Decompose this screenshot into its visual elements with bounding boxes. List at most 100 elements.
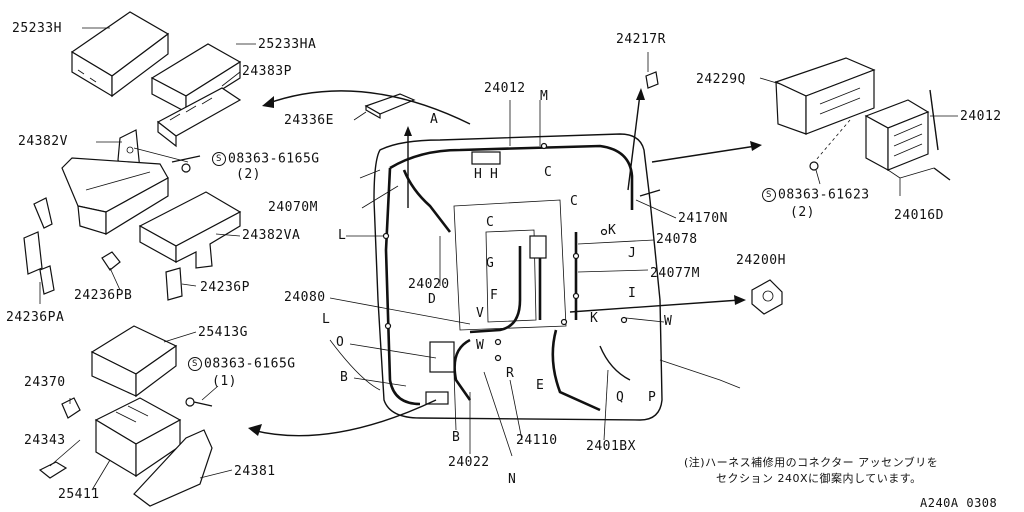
- label-25413g: 25413G: [198, 325, 248, 340]
- wire-24012-right: [929, 89, 939, 151]
- letter-h1: H: [474, 167, 483, 182]
- dashed-leader: [815, 119, 851, 161]
- letter-q: Q: [616, 390, 625, 405]
- arrow-up-left-head: [404, 126, 412, 136]
- connector-bottom: [425, 391, 449, 405]
- relay-cover-25233h: [70, 11, 170, 98]
- inner-frame: [453, 199, 567, 331]
- arrow-curve-bottom: [251, 399, 437, 437]
- letter-g: G: [486, 256, 495, 271]
- label-24077m: 24077M: [650, 266, 700, 281]
- arrow-right-top-head: [750, 141, 762, 151]
- bolt-top: [171, 155, 201, 173]
- letter-a: A: [430, 112, 439, 127]
- letter-c1: C: [544, 165, 553, 180]
- letter-i: I: [628, 286, 637, 301]
- label-qty-top: (2): [236, 167, 261, 182]
- label-24070m: 24070M: [268, 200, 318, 215]
- tray-24382va: [138, 191, 242, 269]
- connector-center: [529, 235, 547, 259]
- label-qty-right: (2): [790, 205, 815, 220]
- label-24200h: 24200H: [736, 253, 786, 268]
- grommet-24200h: [751, 279, 783, 315]
- label-24236pb: 24236PB: [74, 288, 133, 303]
- arrow-curve-top: [265, 90, 471, 125]
- note-line-2: セクション 240Xに御案内しています。: [716, 472, 922, 485]
- label-24080: 24080: [284, 290, 326, 305]
- connector-top: [471, 151, 501, 165]
- letter-o: O: [336, 335, 345, 350]
- part-24370: [61, 397, 81, 419]
- label-24381: 24381: [234, 464, 276, 479]
- label-24016d: 24016D: [894, 208, 944, 223]
- letter-l2: L: [322, 312, 331, 327]
- label-25233ha: 25233HA: [258, 37, 317, 52]
- letter-v: V: [476, 306, 485, 321]
- bolt-right: [809, 161, 819, 171]
- harness-branch-lowright: [551, 329, 601, 412]
- leader-lines: [39, 27, 958, 491]
- harness-clips: [382, 142, 628, 362]
- label-24343: 24343: [24, 433, 66, 448]
- harness-tap-right: [639, 189, 661, 197]
- letter-h2: H: [490, 167, 499, 182]
- label-24012-right: 24012: [960, 109, 1002, 124]
- label-25233h: 25233H: [12, 21, 62, 36]
- arrow-right-top: [651, 145, 757, 163]
- label-qty-bot: (1): [212, 374, 237, 389]
- harness-trunk-top: [389, 144, 634, 210]
- label-08363-61656-top: 08363-6165G: [228, 151, 320, 167]
- label-2401bx: 2401BX: [586, 439, 636, 454]
- clip-24236p: [165, 267, 183, 301]
- label-25411: 25411: [58, 487, 100, 502]
- label-24336e: 24336E: [284, 113, 334, 128]
- arrow-right-mid-head: [734, 295, 746, 305]
- label-24110: 24110: [516, 433, 558, 448]
- label-24236pa: 24236PA: [6, 310, 65, 325]
- harness-branch-q: [599, 345, 631, 381]
- label-24382va: 24382VA: [242, 228, 301, 243]
- label-24078: 24078: [656, 232, 698, 247]
- fuse-box-25411: [94, 397, 182, 478]
- label-24217r: 24217R: [616, 32, 666, 47]
- label-08363-61623: 08363-61623: [778, 187, 870, 203]
- label-24012-main: 24012: [484, 81, 526, 96]
- label-24370: 24370: [24, 375, 66, 390]
- fuse-24343: [38, 461, 68, 479]
- harness-trunk-left: [384, 167, 421, 406]
- label-24383p: 24383P: [242, 64, 292, 79]
- letter-r: R: [506, 366, 515, 381]
- letter-c2: C: [570, 194, 579, 209]
- letter-m: M: [540, 89, 549, 104]
- clip-24236pa: [23, 197, 55, 295]
- harness-branch-a: [402, 169, 452, 233]
- relay-bracket-24383p: [156, 87, 242, 148]
- diagram-code: A240A 0308: [920, 496, 998, 510]
- arrow-curve-bottom-head: [248, 424, 262, 436]
- label-24236p: 24236P: [200, 280, 250, 295]
- harness-branch-low: [453, 338, 472, 401]
- fuse-cover-25413g: [90, 325, 178, 398]
- s-circle-icon: S: [188, 357, 202, 371]
- connector-block-24229q: [774, 57, 876, 135]
- label-24022: 24022: [448, 455, 490, 470]
- body-lines: [329, 169, 741, 391]
- letter-e: E: [536, 378, 545, 393]
- part-24336e-side: [365, 104, 381, 120]
- letter-k1: K: [608, 223, 617, 238]
- label-24170n: 24170N: [678, 211, 728, 226]
- letter-d: D: [428, 292, 437, 307]
- letter-c3: C: [486, 215, 495, 230]
- connector-block-24016d: [864, 99, 930, 172]
- arrow-up-right: [627, 93, 641, 191]
- clip-24236pb: [101, 251, 121, 271]
- inner-frame-2: [485, 229, 537, 323]
- label-24382v: 24382V: [18, 134, 68, 149]
- s-circle-icon: S: [762, 188, 776, 202]
- letter-k2: K: [590, 311, 599, 326]
